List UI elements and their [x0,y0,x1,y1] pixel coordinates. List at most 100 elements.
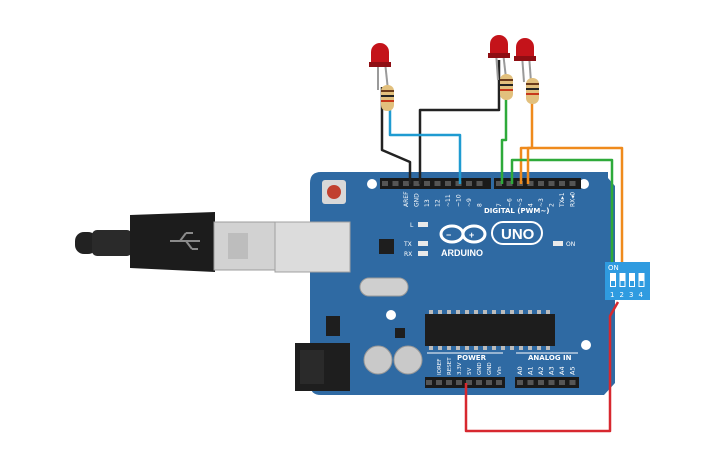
mcu-pin [492,346,496,350]
pin-hole[interactable] [506,181,513,186]
mount-hole [581,340,591,350]
digital-pin-label: ~6 [507,198,514,207]
dip-number: 4 [639,291,644,299]
pin-hole[interactable] [559,380,565,385]
resistor-1[interactable] [381,85,394,111]
wire-orange-dip[interactable] [526,146,624,268]
pin-hole[interactable] [527,181,534,186]
resistor-band [381,100,394,102]
pin-hole[interactable] [382,181,388,186]
mount-hole [386,310,396,320]
mcu-pin [438,346,442,350]
resistor-band [500,89,513,91]
label-l: L [410,222,414,229]
pin-hole[interactable] [466,380,472,385]
wire-black-gnd-2[interactable] [418,60,501,184]
label-on: ON [566,241,575,248]
pin-hole[interactable] [434,181,441,186]
power-pin-label: RESET [447,357,453,375]
usb-chip [379,239,394,254]
led-on-indicator [553,241,563,246]
pin-hole[interactable] [413,181,420,186]
pin-hole[interactable] [527,380,534,385]
usb-jack [274,221,351,273]
power-pin-label: GND [487,362,493,375]
reset-button[interactable] [327,185,341,199]
wire-red-5v[interactable] [464,301,620,433]
pin-hole[interactable] [538,380,544,385]
pin-hole[interactable] [538,181,544,186]
mcu-pin [528,346,532,350]
pin-hole[interactable] [424,181,430,186]
pin-hole[interactable] [548,181,555,186]
pin-hole[interactable] [445,181,451,186]
wire-green-led[interactable] [500,95,508,184]
wire-black-gnd-1[interactable] [380,87,412,184]
mcu-pin [465,310,469,314]
pin-hole[interactable] [476,380,482,385]
mcu-pin [510,346,514,350]
resistor-3[interactable] [526,78,539,104]
digital-pin-label: ~3 [538,198,545,207]
wires[interactable] [380,60,624,433]
analog-header [515,377,579,388]
wire-orange-led[interactable] [519,100,534,184]
pin-hole[interactable] [496,380,502,385]
power-pin-label: Vin [497,366,503,375]
led-1[interactable] [369,43,391,91]
usb-cable-boot [92,230,132,256]
pin-hole[interactable] [569,181,576,186]
pin-hole[interactable] [455,181,462,186]
wire-green-dip[interactable] [510,158,614,268]
pin-hole[interactable] [403,181,409,186]
digital-pin-label: ~10 [456,194,463,207]
pin-hole[interactable] [559,181,565,186]
mcu-pin [546,346,550,350]
resistor-band [526,83,539,85]
pin-hole[interactable] [446,380,452,385]
led-body [490,35,508,55]
pin-hole[interactable] [569,380,576,385]
mcu-pin [492,310,496,314]
pin-hole[interactable] [486,380,492,385]
pin-hole[interactable] [496,181,502,186]
pin-hole[interactable] [456,380,462,385]
analog-pin-label: A0 [516,366,524,375]
digital-pin-label: RX◂0 [570,192,577,207]
pin-hole[interactable] [466,181,472,186]
pin-hole[interactable] [517,380,523,385]
dip-toggle-2[interactable] [619,273,626,287]
pin-hole[interactable] [392,181,399,186]
led-3[interactable] [514,38,536,83]
led-rim [488,53,510,58]
mcu-pin [510,310,514,314]
analog-pin-label: A1 [527,366,535,375]
power-pin-label: IOREF [437,359,443,375]
pin-hole[interactable] [548,380,555,385]
wire-blue[interactable] [388,110,462,184]
power-header [425,377,505,388]
usb-cable[interactable] [75,212,277,272]
digital-pin-label: ~5 [517,198,524,207]
pin-hole[interactable] [426,380,432,385]
digital-pin-label: TX▸1 [559,192,566,208]
mcu-pin [438,310,442,314]
dip-toggle-3[interactable] [629,273,635,287]
dip-toggle-4[interactable] [638,273,645,287]
analog-pin-label: A5 [569,366,577,375]
mcu-pin [519,310,523,314]
led-2[interactable] [488,35,510,81]
dip-toggle-1[interactable] [610,273,616,287]
mount-hole [579,179,589,189]
pin-hole[interactable] [436,380,442,385]
resistor-2[interactable] [500,74,513,100]
led-body [371,43,389,64]
pin-hole[interactable] [476,181,483,186]
dip-toggles[interactable] [610,273,645,287]
